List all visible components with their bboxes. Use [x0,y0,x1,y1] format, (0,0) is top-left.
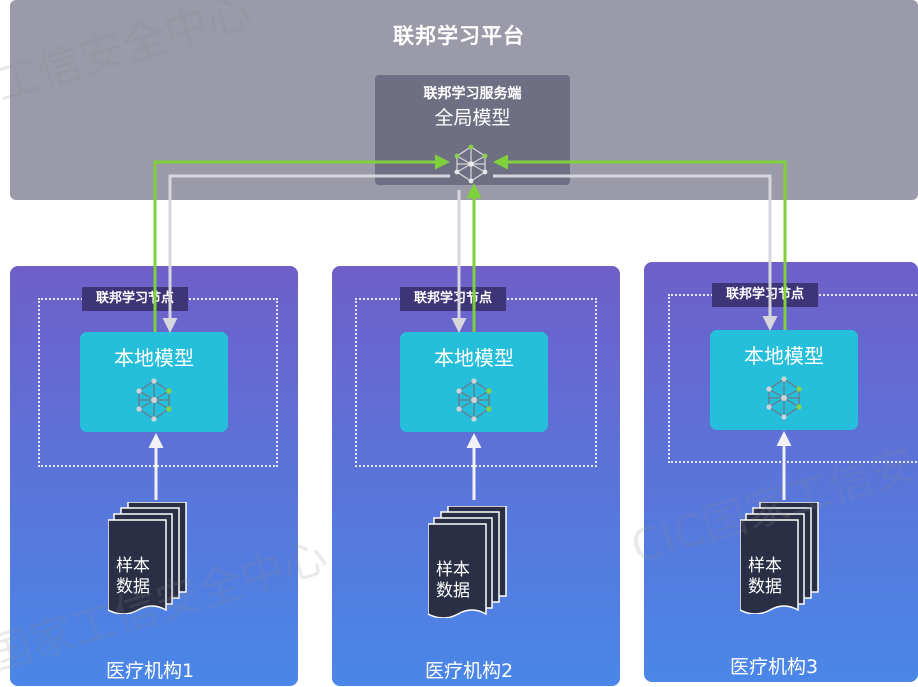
local-model-icon-1 [136,378,172,422]
sample-data-line1: 样本 [748,556,782,576]
institution-label-1: 医疗机构1 [105,660,195,682]
institution-label-2: 医疗机构2 [424,660,514,682]
document-stack-icon [107,501,187,615]
sample-data-label-3: 样本 数据 [748,556,798,598]
local-model-title-3: 本地模型 [744,344,824,368]
download-arrow-1 [162,174,450,333]
global-model-icon [454,144,488,184]
local-model-title-2: 本地模型 [434,346,514,370]
download-arrow-3 [493,174,778,331]
local-model-icon-3 [766,376,802,420]
sample-data-label-2: 样本 数据 [436,560,486,602]
local-model-icon-2 [456,378,492,422]
local-model-title-1: 本地模型 [114,346,194,370]
server-box: 联邦学习服务端 全局模型 [375,75,570,185]
document-stack-icon [427,505,507,619]
institution-label-3: 医疗机构3 [729,656,819,678]
sample-data-stack-3: 样本 数据 [739,501,820,615]
upload-arrow-1 [153,154,450,332]
global-model-title: 全局模型 [434,107,511,129]
node-tag-3: 联邦学习节点 [712,283,819,307]
sample-data-stack-1: 样本 数据 [107,501,188,615]
sample-data-line1: 样本 [116,556,150,576]
upload-arrow-3 [493,154,787,330]
sample-data-line2: 数据 [748,577,782,597]
sample-data-label-1: 样本 数据 [116,556,166,598]
sample-data-line2: 数据 [436,581,470,601]
platform-title: 联邦学习平台 [393,24,525,48]
sample-data-stack-2: 样本 数据 [427,505,508,619]
server-subtitle: 联邦学习服务端 [423,86,522,102]
sample-data-line1: 样本 [436,560,470,580]
sample-data-line2: 数据 [116,577,150,597]
document-stack-icon [739,501,819,615]
